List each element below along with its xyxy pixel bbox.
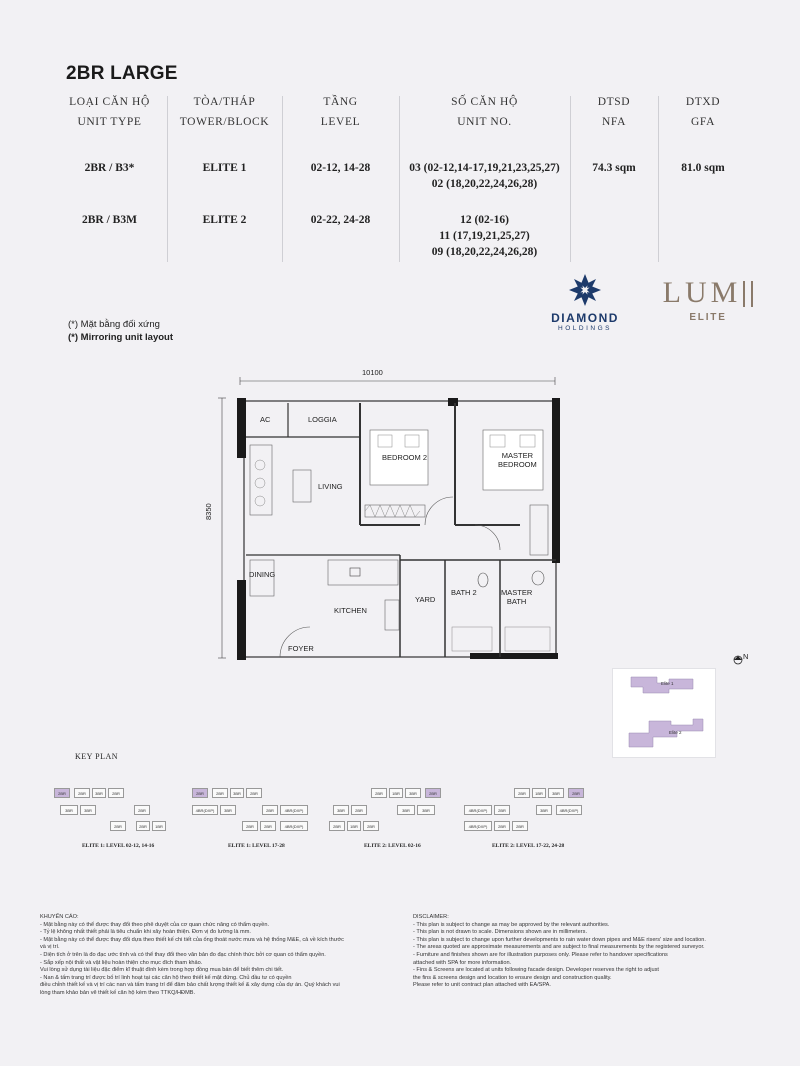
cell-unit-type: 2BR / B3M: [82, 214, 137, 226]
cell-tower: ELITE 1: [202, 162, 247, 174]
lum-elite-logo: LUM ELITE: [648, 276, 768, 323]
elite-logo-text: ELITE: [689, 312, 727, 323]
room-label-yard: YARD: [415, 595, 436, 604]
key-plan-4: 2BR 1BR 3BR 2BR 4BR(DXP) 2BR 3BR 4BR(DXP…: [462, 785, 592, 831]
room-label-foyer: FOYER: [288, 644, 314, 653]
lum-bars-icon: [743, 281, 754, 307]
cell-level: 02-22, 24-28: [310, 214, 371, 226]
cell-gfa: 81.0 sqm: [681, 162, 725, 174]
key-plan-caption-3: ELITE 2: LEVEL 02-16: [364, 843, 421, 849]
key-plan-2: 2BR 2BR 3BR 2BR 4BR(DXP) 3BR 2BR 4BR(DXP…: [188, 785, 318, 831]
elite-2-label: Elite 2: [669, 730, 682, 735]
cell-unit-type: 2BR / B3*: [84, 162, 135, 174]
cell-tower: ELITE 2: [202, 214, 247, 226]
key-plan-caption-4: ELITE 2: LEVEL 17-22, 24-28: [492, 843, 565, 849]
width-dimension: 10100: [362, 368, 383, 377]
diamond-flower-icon: [569, 274, 601, 306]
key-plan-3: 2BR 1BR 3BR 2BR 3BR 2BR 3BR 3BR 2BR 1BR …: [327, 785, 457, 831]
site-locator-map: Elite 1 Elite 2: [612, 668, 716, 758]
height-dimension: 8350: [204, 503, 213, 520]
key-plan-heading: KEY PLAN: [75, 752, 119, 761]
cell-level: 02-12, 14-28: [310, 162, 371, 174]
room-label-living: LIVING: [318, 482, 343, 491]
diamond-logo-text: DIAMOND: [551, 311, 619, 325]
cell-nfa: 74.3 sqm: [592, 162, 636, 174]
elite-1-label: Elite 1: [661, 681, 674, 686]
mirroring-note: (*) Mặt bằng đối xứng (*) Mirroring unit…: [68, 319, 174, 343]
key-plan-caption-2: ELITE 1: LEVEL 17-28: [228, 843, 285, 849]
key-plan-1: 2BR 2BR 3BR 2BR 3BR 3BR 2BR 2BR 2BR 1BR: [50, 785, 180, 831]
room-label-kitchen: KITCHEN: [334, 606, 367, 615]
north-arrow-icon: N: [730, 650, 752, 668]
room-label-bath-2: BATH 2: [451, 588, 477, 597]
room-label-bedroom-2: BEDROOM 2: [382, 453, 428, 462]
cell-unit-no: 03 (02-12,14-17,19,21,23,25,27)02 (18,20…: [409, 162, 560, 190]
room-label-dining: DINING: [249, 570, 276, 579]
disclaimer-vietnamese: KHUYẾN CÁO: - Mặt bằng này có thể được t…: [40, 914, 344, 996]
disclaimer-english: DISCLAIMER: - This plan is subject to ch…: [413, 914, 706, 989]
floor-plan-drawing: [218, 377, 560, 660]
room-label-loggia: LOGGIA: [308, 415, 337, 424]
room-label-ac: AC: [260, 415, 271, 424]
key-plan-caption-1: ELITE 1: LEVEL 02-12, 14-16: [82, 843, 155, 849]
diamond-holdings-logo: DIAMOND HOLDINGS: [540, 272, 630, 332]
page-title: 2BR LARGE: [66, 63, 178, 84]
holdings-logo-text: HOLDINGS: [558, 325, 612, 332]
lum-logo-text: LUM: [662, 276, 742, 309]
cell-unit-no: 12 (02-16)11 (17,19,21,25,27)09 (18,20,2…: [431, 214, 538, 258]
